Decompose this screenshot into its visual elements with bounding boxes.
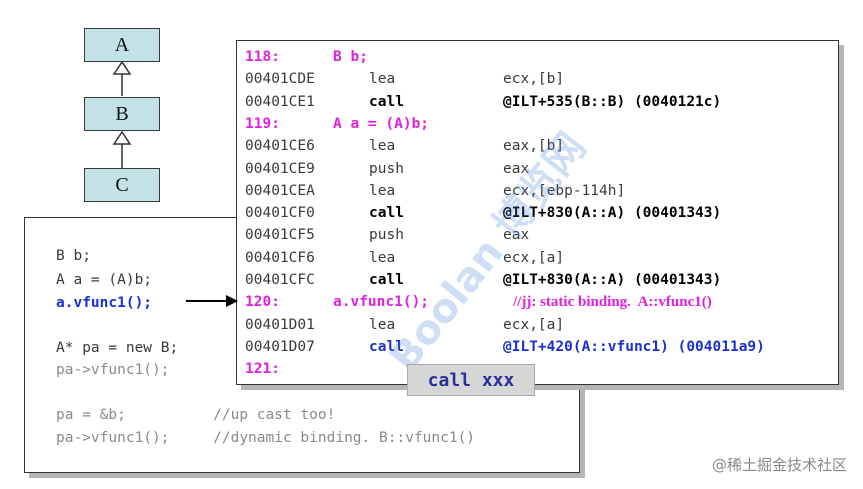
call-callout: call xxx <box>407 364 535 396</box>
address: 00401D01 <box>245 316 315 333</box>
opcode: call <box>369 205 404 222</box>
comment: //jj: static binding. A::vfunc1() <box>513 294 712 311</box>
source-line: pa = &b; //up cast too! <box>56 407 336 423</box>
operand: @ILT+535(B::B) (0040121c) <box>503 93 722 110</box>
source-line: pa->vfunc1(); <box>56 362 170 378</box>
address: 00401CF6 <box>245 249 315 266</box>
operand: @ILT+420(A::vfunc1) (004011a9) <box>503 338 765 355</box>
class-box-a: A <box>84 28 160 62</box>
source-code: A a = (A)b; <box>333 115 430 132</box>
disassembly-panel: 118: B b; 00401CDE lea ecx,[b] 00401CE1 call @I… <box>236 40 839 385</box>
opcode: call <box>369 93 404 110</box>
line-number: 119: <box>245 115 280 132</box>
inherit-arrow-b-a <box>112 60 132 75</box>
source-line: A a = (A)b; <box>56 272 153 288</box>
address: 00401CE1 <box>245 93 315 110</box>
source-line: pa->vfunc1(); //dynamic binding. B::vfun… <box>56 430 476 446</box>
site-credit: @稀土掘金技术社区 <box>711 456 847 474</box>
inherit-arrow-c-b <box>112 130 132 145</box>
operand: eax <box>503 227 530 244</box>
address: 00401CF5 <box>245 227 315 244</box>
operand: ecx,[a] <box>503 316 565 333</box>
operand: ecx,[ebp-114h] <box>503 182 626 199</box>
opcode: lea <box>369 182 396 199</box>
operand: eax <box>503 160 530 177</box>
address: 00401CE9 <box>245 160 315 177</box>
address: 00401CE6 <box>245 138 315 155</box>
source-line-highlighted: a.vfunc1(); <box>56 295 153 311</box>
source-line: B b; <box>56 248 91 264</box>
opcode: push <box>369 160 404 177</box>
opcode: call <box>369 338 404 355</box>
address: 00401D07 <box>245 338 315 355</box>
opcode: lea <box>369 249 396 266</box>
class-box-c: C <box>84 168 160 202</box>
opcode: lea <box>369 71 396 88</box>
address: 00401CFC <box>245 272 315 288</box>
operand: ecx,[b] <box>503 71 565 88</box>
address: 00401CEA <box>245 182 315 199</box>
line-number: 120: <box>245 294 280 311</box>
line-number: 121: <box>245 361 280 378</box>
operand: @ILT+830(A::A) (00401343) <box>503 205 722 222</box>
operand: ecx,[a] <box>503 249 565 266</box>
source-line: A* pa = new B; <box>56 340 179 356</box>
source-code: B b; <box>333 49 368 65</box>
opcode: push <box>369 227 404 244</box>
opcode: lea <box>369 316 396 333</box>
line-number: 118: <box>245 49 280 65</box>
opcode: call <box>369 272 404 288</box>
opcode: lea <box>369 138 396 155</box>
operand: @ILT+830(A::A) (00401343) <box>503 272 722 288</box>
class-box-b: B <box>84 97 160 131</box>
address: 00401CF0 <box>245 205 315 222</box>
address: 00401CDE <box>245 71 315 88</box>
operand: eax,[b] <box>503 138 565 155</box>
source-code: a.vfunc1(); <box>333 294 430 311</box>
